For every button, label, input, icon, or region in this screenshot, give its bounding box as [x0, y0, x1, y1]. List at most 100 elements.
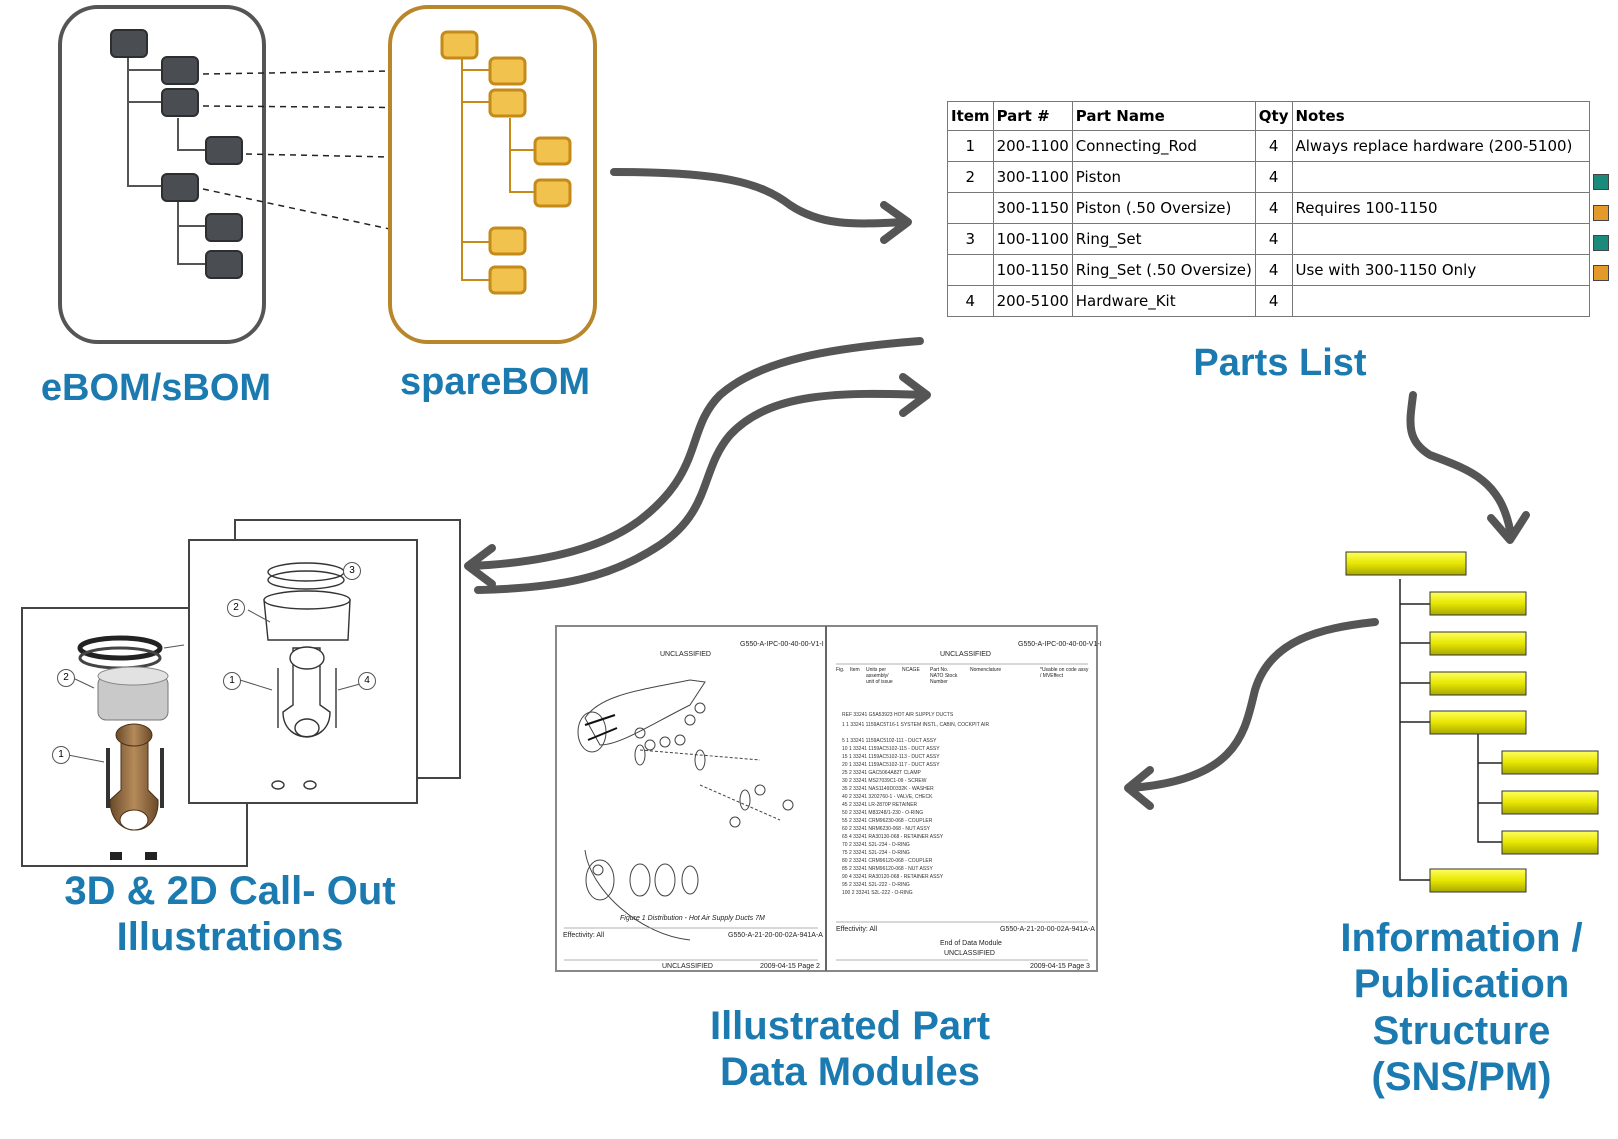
- ipd-row: 60 2 33241 NRM6230-068 - NUT ASSY: [842, 826, 931, 832]
- ipd-right-classification: UNCLASSIFIED: [940, 651, 991, 658]
- ipd-row: 45 2 33241 LR-2870P RETAINER: [842, 802, 918, 808]
- cell-qty: 4: [1254, 161, 1293, 193]
- ipd-row: 65 4 33241 RA30130-068 - RETAINER ASSY: [842, 834, 944, 840]
- callout-number: 1: [52, 746, 70, 764]
- duct-exploded-drawing: [577, 679, 794, 941]
- caption-ebom: eBOM/sBOM: [40, 367, 272, 409]
- sparebom-tree: [388, 5, 597, 344]
- parts-list-table: Item Part # Part Name Qty Notes 1 200-11…: [947, 101, 1590, 317]
- row-marker-teal: [1593, 235, 1609, 251]
- ipd-row: 40 2 33241 3202760-1 - VALVE, CHECK: [842, 794, 933, 800]
- ipd-row: 75 2 33241 S2L-234 - O-RING: [842, 850, 910, 856]
- cell-qty: 4: [1254, 223, 1293, 255]
- ebom-tree: [58, 5, 266, 344]
- cell-part-number: 300-1150: [992, 192, 1073, 224]
- arrow-partslist-to-info: [1406, 391, 1514, 534]
- cell-notes: [1291, 223, 1590, 255]
- table-row: 1 200-1100 Connecting_Rod 4 Always repla…: [947, 130, 1590, 162]
- ipd-left-footer-code: G550-A-21-20-00-02A-941A-A: [728, 932, 823, 939]
- ipd-row: 50 2 33241 M83248/1-230 - O-RING: [842, 810, 924, 816]
- cell-item: 2: [947, 161, 994, 193]
- ipd-row: 100 2 33241 S2L-222 - O-RING: [842, 890, 913, 896]
- ipd-row: 1 1 33241 1159AC5T16-1 SYSTEM INSTL, CAB…: [842, 722, 990, 728]
- caption-callout-line2: Illustrations: [116, 915, 344, 960]
- cell-part-name: Ring_Set (.50 Oversize): [1071, 254, 1256, 286]
- sparebom-frame: [388, 5, 597, 344]
- caption-info-line4: (SNS/PM): [1371, 1055, 1552, 1100]
- ipd-left-code: G550-A-IPC-00-40-00-V1-I: [740, 641, 824, 648]
- ipd-col-ncage: NCAGE: [902, 667, 920, 673]
- col-header-item: Item: [947, 101, 994, 131]
- caption-ipd-line2: Data Modules: [719, 1050, 981, 1095]
- ebom-frame: [58, 5, 266, 344]
- ipc-page-rules: [564, 663, 1088, 961]
- table-row: 300-1150 Piston (.50 Oversize) 4 Require…: [947, 192, 1590, 224]
- ipd-row: 80 2 33241 CRM96120-068 - COUPLER: [842, 858, 933, 864]
- ipd-row: 55 2 33241 CRM96230-068 - COUPLER: [842, 818, 933, 824]
- ipd-col-partno: Part No. NATO Stock Number: [930, 667, 958, 685]
- cell-part-name: Piston: [1071, 161, 1256, 193]
- cell-item: [947, 192, 994, 224]
- ipd-row: 95 2 33241 S2L-222 - O-RING: [842, 882, 910, 888]
- cell-part-name: Hardware_Kit: [1071, 285, 1256, 317]
- arrow-partslist-to-callout: [466, 337, 924, 570]
- cell-qty: 4: [1254, 285, 1293, 317]
- caption-info-structure: Information / Publication Structure (SNS…: [1305, 915, 1618, 1101]
- ipd-left-footer-class: UNCLASSIFIED: [662, 963, 713, 970]
- ipd-row: 10 1 33241 1159AC5102-115 - DUCT ASSY: [842, 746, 940, 752]
- ipd-left-date-page: 2009-04-15 Page 2: [760, 963, 820, 970]
- caption-sparebom: spareBOM: [399, 361, 591, 403]
- ipd-col-nomenclature: Nomenclature: [970, 667, 1002, 673]
- row-marker-orange: [1593, 265, 1609, 281]
- callout-number: 3: [343, 562, 361, 580]
- caption-info-line1: Information /: [1340, 916, 1583, 960]
- cell-part-name: Piston (.50 Oversize): [1071, 192, 1256, 224]
- ipd-col-fig: Fig.: [836, 667, 845, 673]
- row-marker-orange: [1593, 205, 1609, 221]
- ipd-col-usable: *Usable on code assy / MVEffect: [1040, 667, 1089, 679]
- caption-callout: 3D & 2D Call- Out Illustrations: [0, 868, 460, 961]
- ipd-row: 5 1 33241 1159AC5102-111 - DUCT ASSY: [842, 738, 937, 744]
- caption-ipd-line1: Illustrated Part: [709, 1004, 991, 1048]
- cell-item: 1: [947, 130, 994, 162]
- cell-item: 3: [947, 223, 994, 255]
- cell-notes: Use with 300-1150 Only: [1291, 254, 1590, 286]
- cell-notes: Requires 100-1150: [1291, 192, 1590, 224]
- cell-item: [947, 254, 994, 286]
- ipd-right-code: G550-A-IPC-00-40-00-V1-I: [1018, 641, 1102, 648]
- cell-qty: 4: [1254, 192, 1293, 224]
- callout-illustrations: [21, 519, 461, 867]
- ipd-row: 15 1 33241 1159AC5102-113 - DUCT ASSY: [842, 754, 940, 760]
- cell-qty: 4: [1254, 254, 1293, 286]
- col-header-qty: Qty: [1254, 101, 1293, 131]
- ipd-row: 20 1 33241 1159AC5102-117 - DUCT ASSY: [842, 762, 940, 768]
- cell-part-name: Connecting_Rod: [1071, 130, 1256, 162]
- ipd-row: 25 2 33241 GAC5064A82T CLAMP: [842, 770, 921, 776]
- table-row: 4 200-5100 Hardware_Kit 4: [947, 285, 1590, 317]
- ipd-row: 30 2 33241 MS27039C1-09 - SCREW: [842, 778, 927, 784]
- parts-table-header: Item Part # Part Name Qty Notes: [947, 101, 1590, 131]
- table-row: 3 100-1100 Ring_Set 4: [947, 223, 1590, 255]
- cell-part-name: Ring_Set: [1071, 223, 1256, 255]
- flow-arrows: [464, 168, 1530, 810]
- callout-number: 4: [358, 672, 376, 690]
- ipd-figure-caption: Figure 1 Distribution - Hot Air Supply D…: [620, 915, 765, 922]
- callout-number: 2: [57, 669, 75, 687]
- callout-number: 2: [227, 599, 245, 617]
- col-header-part-number: Part #: [992, 101, 1073, 131]
- cell-notes: [1291, 161, 1590, 193]
- arrow-sparebom-to-partslist: [610, 168, 909, 228]
- 2d-piston-illustration: [263, 562, 351, 790]
- cell-item: 4: [947, 285, 994, 317]
- caption-info-line3: Structure: [1372, 1008, 1551, 1053]
- ipd-col-units: Units per assembly/ unit of issue: [866, 667, 893, 685]
- ipd-row: 85 2 33241 NRM96120-068 - NUT ASSY: [842, 866, 933, 872]
- caption-info-line2: Publication: [1353, 962, 1570, 1007]
- cell-notes: [1291, 285, 1590, 317]
- table-row: 100-1150 Ring_Set (.50 Oversize) 4 Use w…: [947, 254, 1590, 286]
- cell-notes: Always replace hardware (200-5100): [1291, 130, 1590, 162]
- caption-callout-line1: 3D & 2D Call- Out: [64, 869, 396, 913]
- 3d-piston-illustration: [77, 635, 169, 860]
- ipd-row: 35 2 33241 NAS1149D0332K - WASHER: [842, 786, 934, 792]
- cell-part-number: 200-1100: [992, 130, 1073, 162]
